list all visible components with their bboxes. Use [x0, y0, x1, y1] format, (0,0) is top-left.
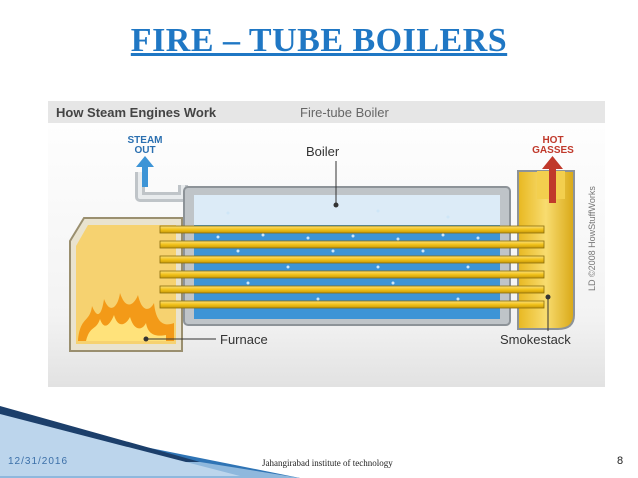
hot-gasses-label-line2: GASSES [532, 145, 574, 156]
smokestack-label: Smokestack [500, 332, 571, 347]
footer-institution: Jahangirabad institute of technology [262, 458, 393, 468]
copyright-text: LD ©2008 HowStuffWorks [587, 186, 597, 291]
boiler-label-dot [333, 202, 339, 208]
steam-out-label-line2: OUT [134, 145, 155, 156]
furnace-label-dot [143, 336, 149, 342]
fire-tube [159, 225, 545, 234]
footer-date: 12/31/2016 [8, 456, 69, 467]
hot-gasses-label-line1: HOT [542, 135, 563, 146]
diagram-header-bold: How Steam Engines Work [56, 105, 217, 120]
fire-tube [159, 270, 545, 279]
fire-tube [159, 255, 545, 264]
fire-tube [159, 240, 545, 249]
steam-out-label-line1: STEAM [128, 135, 163, 146]
furnace-label: Furnace [220, 332, 268, 347]
fire-tube [159, 300, 545, 309]
fire-tubes [159, 225, 545, 309]
diagram-header-light: Fire-tube Boiler [300, 105, 390, 120]
smokestack-label-dot [545, 294, 551, 300]
footer-decoration [0, 406, 300, 478]
page-number: 8 [617, 455, 624, 467]
fire-tube-boiler-diagram: How Steam Engines Work Fire-tube Boiler … [48, 101, 605, 387]
boiler-label: Boiler [306, 144, 340, 159]
water-bubbles [216, 209, 480, 301]
fire-tube [159, 285, 545, 294]
hot-gasses-arrow-icon [542, 156, 563, 203]
diagram-header-bar [48, 101, 605, 123]
flame-icon [78, 293, 174, 341]
slide-title: FIRE – TUBE BOILERS [130, 22, 508, 59]
boiler-steam-space [194, 195, 500, 227]
steam-out-arrow-icon [136, 156, 154, 187]
